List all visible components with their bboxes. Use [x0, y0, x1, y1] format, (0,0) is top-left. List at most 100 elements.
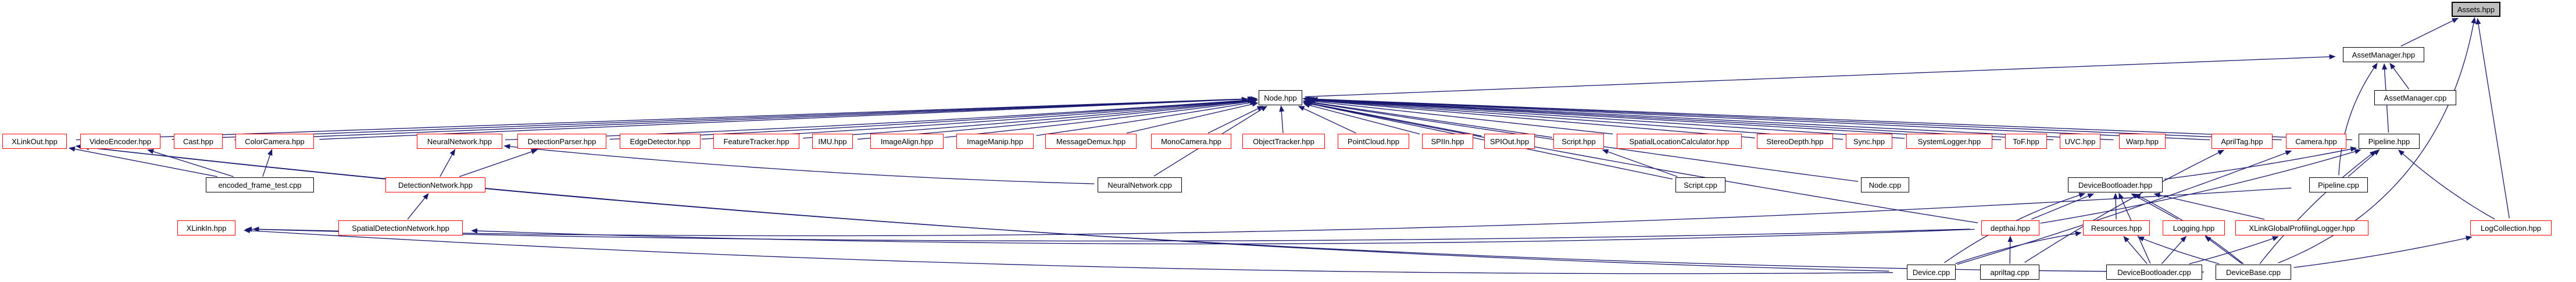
graph-node-objecttracker-hpp[interactable]: ObjectTracker.hpp: [1242, 134, 1325, 149]
edge-apriltag.cpp-to-AprilTag.hpp: [2024, 149, 2225, 263]
edge-DetectionNetwork.hpp-to-NeuralNetwork.hpp: [440, 149, 456, 177]
edge-Pipeline.cpp-to-Pipeline.hpp: [2348, 149, 2380, 177]
graph-node-warp-hpp[interactable]: Warp.hpp: [2119, 134, 2166, 149]
edge-AssetManager.cpp-to-AssetManager.hpp: [2389, 63, 2410, 90]
edge-StereoDepth.hpp-to-Node.hpp: [1307, 98, 1755, 138]
edge-DeviceBootloader.hpp-to-Pipeline.hpp: [2164, 146, 2357, 180]
graph-node-featuretracker-hpp[interactable]: FeatureTracker.hpp: [713, 134, 799, 149]
graph-node-xlinkin-hpp[interactable]: XLinkIn.hpp: [177, 220, 235, 235]
graph-node-uvc-hpp[interactable]: UVC.hpp: [2060, 134, 2100, 149]
edge-Script.cpp-to-Script.hpp: [1602, 149, 1678, 177]
edge-IMU.hpp-to-Node.hpp: [857, 98, 1257, 140]
graph-node-detectionparser-hpp[interactable]: DetectionParser.hpp: [517, 134, 606, 149]
graph-node-colorcamera-hpp[interactable]: ColorCamera.hpp: [235, 134, 314, 149]
edge-Device.cpp-to-XLinkIn.hpp: [243, 228, 1893, 274]
edge-DeviceBootloader.cpp-to-XLinkGlobalProfilingLogger.hpp: [2189, 236, 2279, 265]
graph-node-messagedemux-hpp[interactable]: MessageDemux.hpp: [1045, 134, 1137, 149]
graph-node-imagemanip-hpp[interactable]: ImageManip.hpp: [956, 134, 1034, 149]
graph-node-cast-hpp[interactable]: Cast.hpp: [174, 134, 223, 149]
edge-DeviceBase.cpp-to-Assets.hpp: [2278, 17, 2477, 263]
graph-node-devicebootloader-hpp[interactable]: DeviceBootloader.hpp: [2068, 177, 2163, 192]
edge-DetectionNetwork.hpp-to-DetectionParser.hpp: [459, 149, 538, 177]
graph-node-script-hpp[interactable]: Script.hpp: [1553, 134, 1604, 149]
edge-depthai.hpp-to-DeviceBootloader.hpp: [2031, 193, 2095, 220]
graph-node-camera-hpp[interactable]: Camera.hpp: [2286, 134, 2346, 149]
graph-node-device-cpp[interactable]: Device.cpp: [1907, 265, 1956, 280]
graph-node-pipeline-hpp[interactable]: Pipeline.hpp: [2359, 134, 2420, 149]
edge-DeviceBase.cpp-to-XLinkOut.hpp: [83, 145, 2204, 273]
edge-ObjectTracker.hpp-to-Node.hpp: [1279, 105, 1285, 133]
edge-encoded_frame_test.cpp-to-XLinkOut.hpp: [68, 146, 217, 177]
edge-Cast.hpp-to-Node.hpp: [234, 96, 1258, 141]
graph-node-logcollection-hpp[interactable]: LogCollection.hpp: [2470, 220, 2552, 235]
edge-AssetManager.hpp-to-Assets.hpp: [2400, 17, 2459, 47]
edge-ImageAlign.hpp-to-Node.hpp: [944, 99, 1257, 138]
graph-node-imu-hpp[interactable]: IMU.hpp: [812, 134, 853, 149]
graph-node-node-cpp[interactable]: Node.cpp: [1861, 177, 1909, 192]
graph-node-devicebootloader-cpp[interactable]: DeviceBootloader.cpp: [2106, 265, 2202, 280]
graph-node-depthai-hpp[interactable]: depthai.hpp: [1981, 220, 2039, 235]
edge-LogCollection.hpp-to-Assets.hpp: [2475, 17, 2510, 219]
edge-Sync.hpp-to-Node.hpp: [1305, 97, 1843, 140]
graph-node-monocamera-hpp[interactable]: MonoCamera.hpp: [1151, 134, 1231, 149]
graph-node-logging-hpp[interactable]: Logging.hpp: [2163, 220, 2225, 235]
edge-Pipeline.cpp-to-AssetManager.hpp: [2338, 62, 2378, 176]
edge-DeviceBase.cpp-to-LogCollection.hpp: [2293, 235, 2473, 268]
edge-MonoCamera.hpp-to-Node.hpp: [1207, 106, 1264, 134]
graph-node-imagealign-hpp[interactable]: ImageAlign.hpp: [870, 134, 944, 149]
edge-LogCollection.hpp-to-Pipeline.hpp: [2398, 149, 2495, 220]
edge-VideoEncoder.hpp-to-Node.hpp: [172, 96, 1256, 140]
edge-XLinkGlobalProfilingLogger.hpp-to-DeviceBootloader.hpp: [2153, 192, 2265, 220]
edge-DeviceBase.cpp-to-Logging.hpp: [2205, 236, 2242, 265]
graph-node-assetmanager-hpp[interactable]: AssetManager.hpp: [2343, 47, 2424, 62]
graph-node-systemlogger-hpp[interactable]: SystemLogger.hpp: [1906, 134, 1992, 149]
graph-node-assetmanager-cpp[interactable]: AssetManager.cpp: [2374, 90, 2456, 105]
edge-AprilTag.hpp-to-Node.hpp: [1311, 97, 2210, 141]
edge-Camera.hpp-to-Node.hpp: [1302, 96, 2282, 141]
graph-node-script-cpp[interactable]: Script.cpp: [1675, 177, 1725, 192]
graph-node-videoencoder-hpp[interactable]: VideoEncoder.hpp: [80, 134, 160, 149]
graph-node-xlinkout-hpp[interactable]: XLinkOut.hpp: [2, 134, 67, 149]
graph-node-assets-hpp: Assets.hpp: [2452, 2, 2500, 17]
graph-node-spatiallocationcalculator-hpp[interactable]: SpatialLocationCalculator.hpp: [1617, 134, 1742, 149]
edge-Device.cpp-to-Resources.hpp: [1955, 231, 2082, 265]
edge-encoded_frame_test.cpp-to-ColorCamera.hpp: [262, 149, 273, 177]
edge-MessageDemux.hpp-to-Node.hpp: [1126, 101, 1259, 134]
graph-node-edgedetector-hpp[interactable]: EdgeDetector.hpp: [620, 134, 701, 149]
graph-node-neuralnetwork-hpp[interactable]: NeuralNetwork.hpp: [417, 134, 502, 149]
edge-encoded_frame_test.cpp-to-VideoEncoder.hpp: [147, 149, 234, 177]
edge-SPIOut.hpp-to-Node.hpp: [1305, 101, 1482, 137]
graph-node-pipeline-cpp[interactable]: Pipeline.cpp: [2309, 177, 2368, 192]
graph-node-sync-hpp[interactable]: Sync.hpp: [1846, 134, 1892, 149]
edge-DeviceBootloader.cpp-to-Resources.hpp: [2123, 235, 2148, 265]
graph-node-node-hpp[interactable]: Node.hpp: [1259, 90, 1302, 105]
graph-node-devicebase-cpp[interactable]: DeviceBase.cpp: [2216, 265, 2291, 280]
edge-SPIIn.hpp-to-Node.hpp: [1303, 102, 1420, 135]
graph-node-apriltag-hpp[interactable]: AprilTag.hpp: [2211, 134, 2273, 149]
edge-SpatialLocationCalculator.hpp-to-Node.hpp: [1306, 98, 1613, 135]
edge-DeviceBase.cpp-to-Resources.hpp: [2137, 236, 2220, 265]
edge-Script.hpp-to-Node.hpp: [1302, 99, 1552, 138]
graph-node-spiout-hpp[interactable]: SPIOut.hpp: [1484, 134, 1535, 149]
graph-node-xlinkglobalprofilinglogger-hpp[interactable]: XLinkGlobalProfilingLogger.hpp: [2235, 220, 2368, 235]
graph-node-apriltag-cpp[interactable]: apriltag.cpp: [1980, 265, 2039, 280]
graph-node-spiin-hpp[interactable]: SPIIn.hpp: [1422, 134, 1473, 149]
edge-FeatureTracker.hpp-to-Node.hpp: [803, 98, 1259, 139]
edge-ToF.hpp-to-Node.hpp: [1304, 97, 2002, 141]
graph-node-tof-hpp[interactable]: ToF.hpp: [2005, 134, 2047, 149]
edge-depthai.hpp-to-SpatialDetectionNetwork.hpp: [471, 228, 1975, 245]
graph-node-spatialdetectionnetwork-hpp[interactable]: SpatialDetectionNetwork.hpp: [338, 220, 463, 235]
graph-node-neuralnetwork-cpp[interactable]: NeuralNetwork.cpp: [1098, 177, 1182, 192]
graph-node-stereodepth-hpp[interactable]: StereoDepth.hpp: [1757, 134, 1833, 149]
graph-node-pointcloud-hpp[interactable]: PointCloud.hpp: [1338, 134, 1409, 149]
edge-depthai.hpp-to-XLinkIn.hpp: [245, 226, 1971, 242]
edge-Pipeline.hpp-to-Node.hpp: [1303, 96, 2352, 141]
edge-DeviceBootloader.cpp-to-Logging.hpp: [2161, 235, 2187, 265]
edge-Device.cpp-to-XLinkOut.hpp: [75, 144, 1889, 272]
graph-node-resources-hpp[interactable]: Resources.hpp: [2083, 220, 2150, 235]
graph-node-detectionnetwork-hpp[interactable]: DetectionNetwork.hpp: [385, 177, 485, 192]
edge-Device.cpp-to-Camera.hpp: [1957, 150, 2292, 265]
edge-Node.hpp-to-AssetManager.hpp: [1305, 54, 2336, 98]
graph-node-encoded-frame-test-cpp[interactable]: encoded_frame_test.cpp: [206, 177, 314, 192]
